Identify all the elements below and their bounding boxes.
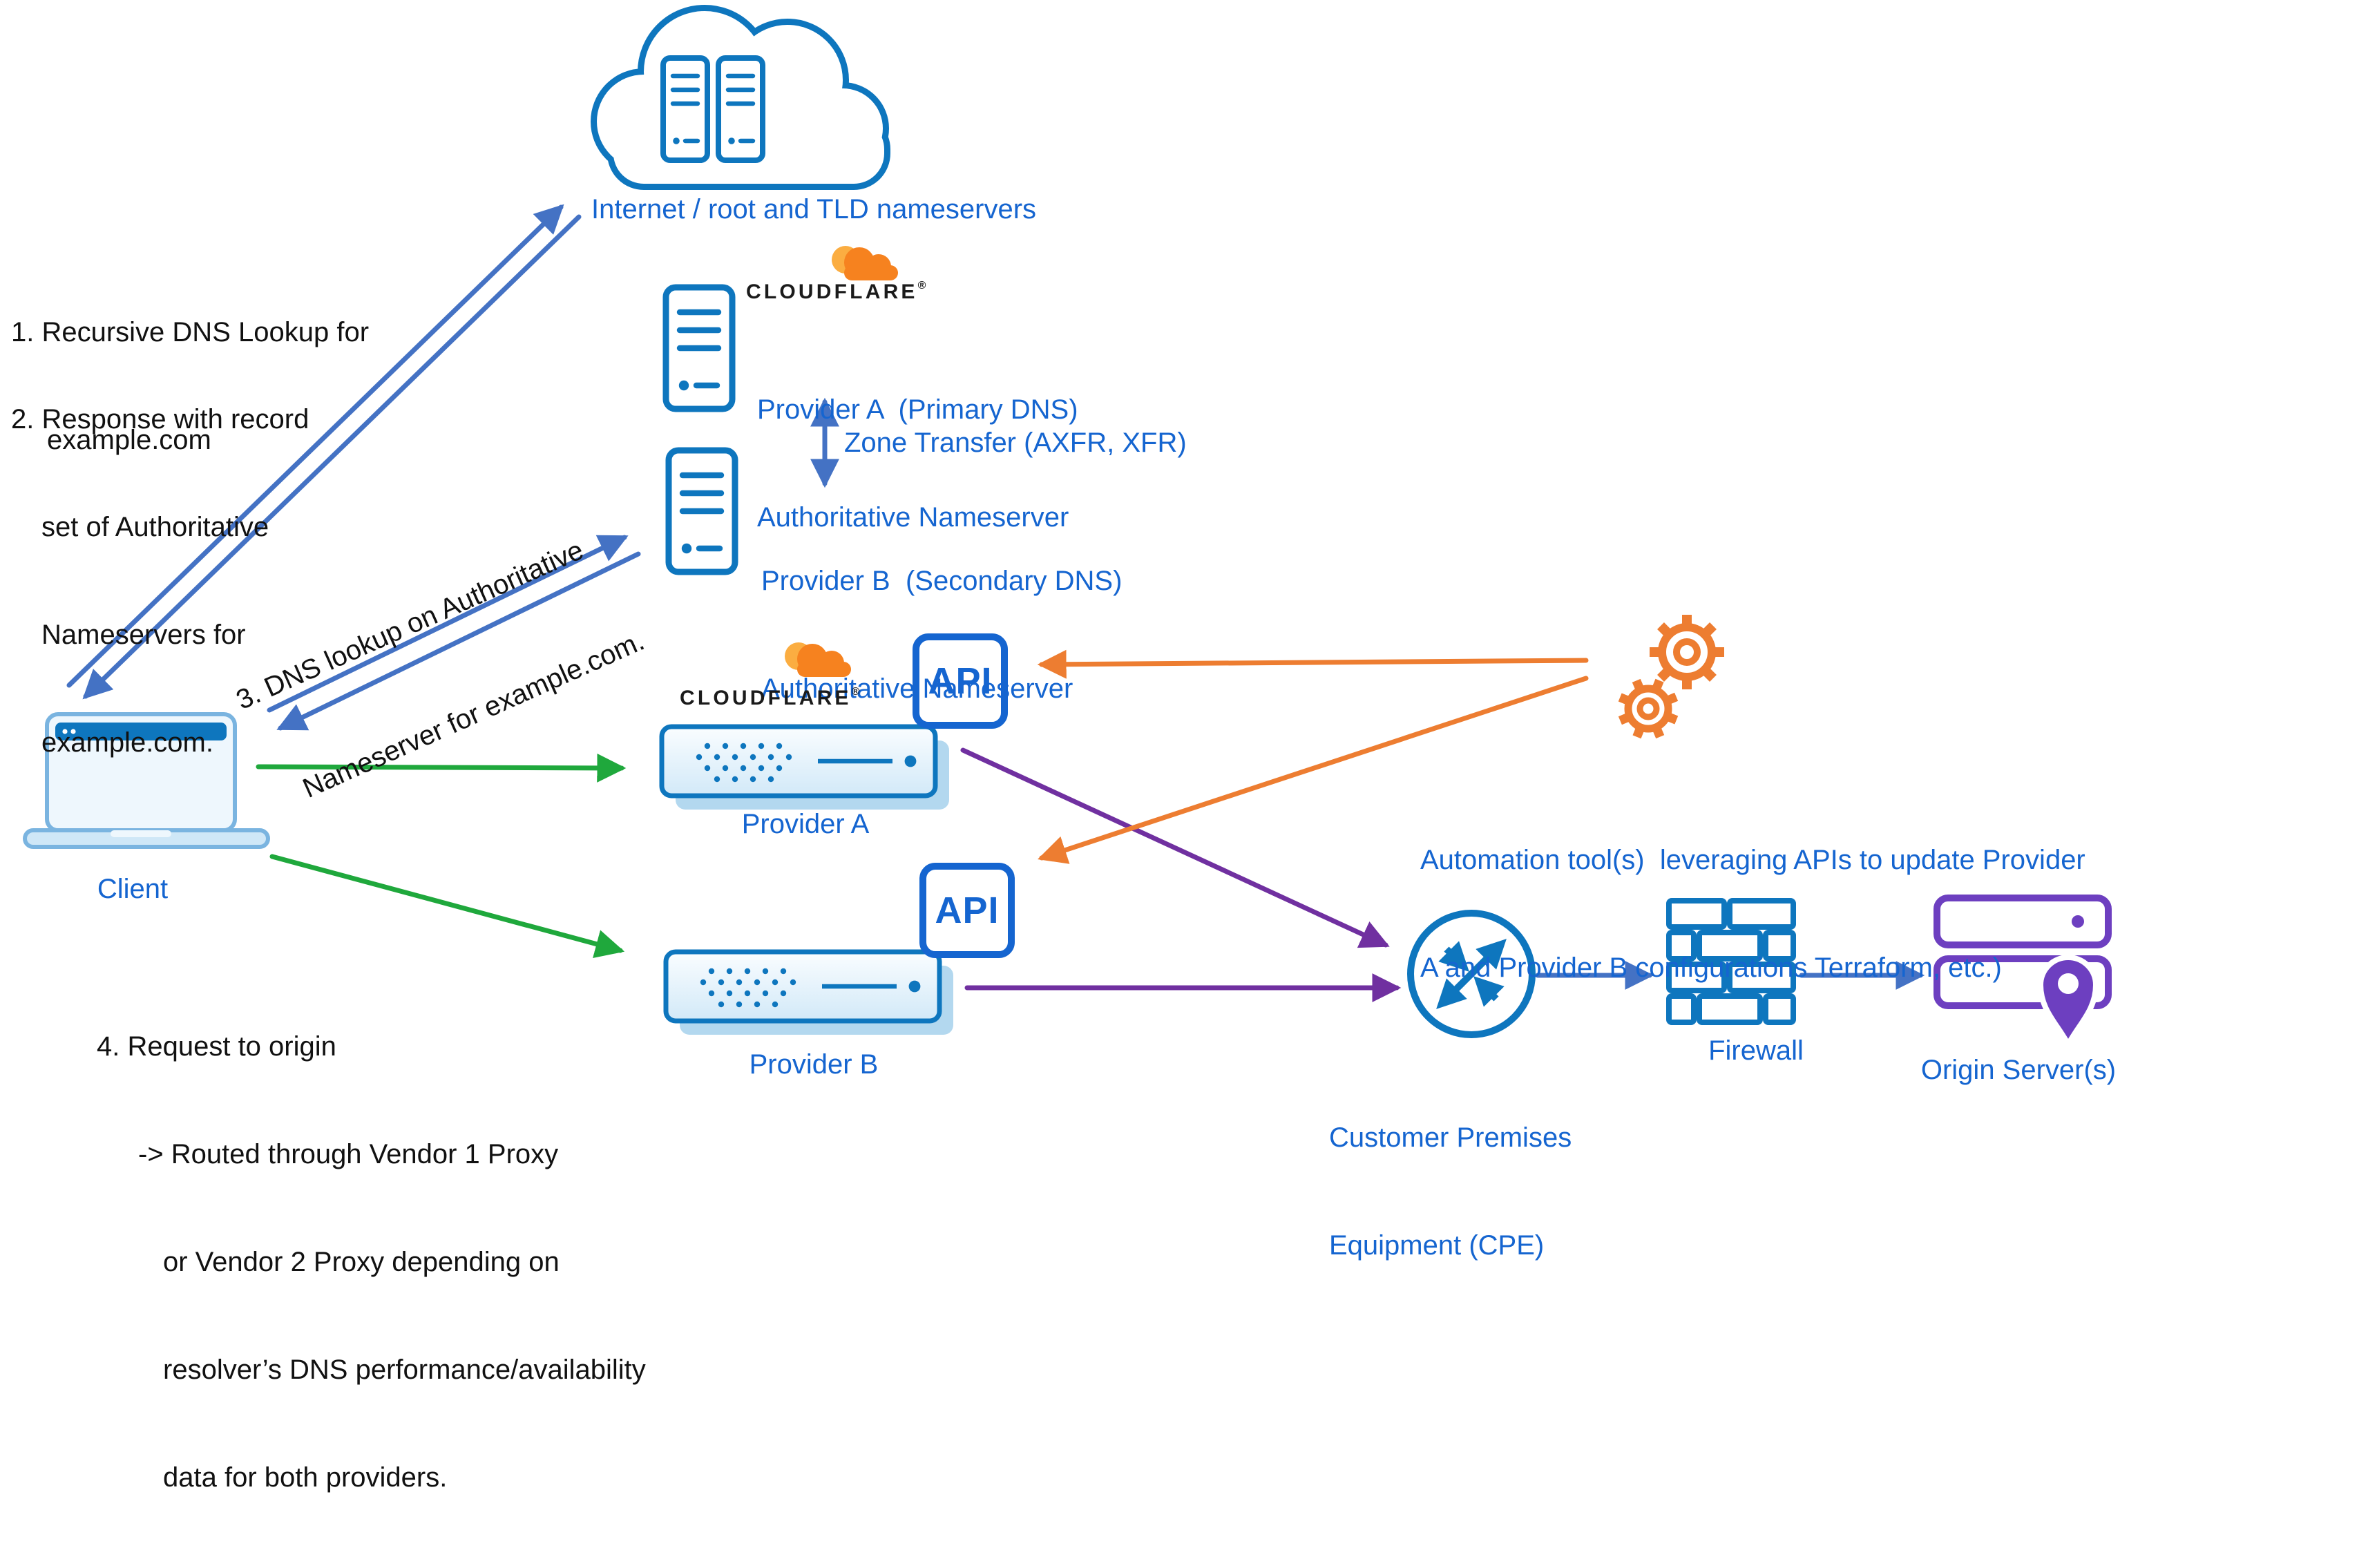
api-box-b <box>919 863 1015 958</box>
nameserver-b-line1: Provider B (Secondary DNS) <box>761 566 1123 597</box>
proxy-a-appliance-icon <box>659 724 949 810</box>
api-a-label: API <box>928 660 993 701</box>
gears-icon <box>1618 615 1724 739</box>
step1-line1: 1. Recursive DNS Lookup for <box>11 318 370 348</box>
api-b-label: API <box>935 889 1000 930</box>
location-pin-icon <box>2037 955 2099 1051</box>
arrow-dns-lookup-response <box>276 551 641 731</box>
arrow-recursive-lookup <box>66 204 564 688</box>
step4-line5: data for both providers. <box>163 1463 448 1493</box>
nameserver-b-icon <box>665 447 738 575</box>
arrow-client-to-proxy-b <box>269 854 625 958</box>
origin-servers-icon <box>1933 895 2112 1051</box>
arrow-automation-to-api-b <box>1038 676 1589 864</box>
cpe-line1: Customer Premises <box>1329 1123 1572 1154</box>
cloudflare-wordmark-text: CLOUDFLARE <box>746 280 918 304</box>
client-label: Client <box>97 874 169 905</box>
cloudflare-wordmark-text: CLOUDFLARE <box>680 687 852 710</box>
cloudflare-wordmark-proxy: CLOUDFLARE® <box>680 685 859 710</box>
nameserver-a-label: Provider A (Primary DNS) Authoritative N… <box>757 321 1078 608</box>
step2-line4: example.com. <box>41 728 213 758</box>
arrow-response <box>82 214 582 700</box>
internet-label: Internet / root and TLD nameservers <box>591 195 1037 225</box>
diagram-artwork <box>23 5 2112 1051</box>
step1-annotation: 1. Recursive DNS Lookup for example.com <box>11 243 369 530</box>
step4-line4: resolver’s DNS performance/availability <box>163 1355 646 1386</box>
arrows <box>66 204 1925 1002</box>
nameserver-a-icon <box>662 284 736 412</box>
zone-transfer-label: Zone Transfer (AXFR, XFR) <box>844 428 1187 459</box>
arrow-client-to-proxy-a <box>256 753 627 783</box>
arrow-proxy-a-to-cpe <box>960 747 1390 948</box>
internet-cloud-icon <box>591 5 890 190</box>
registered-mark: ® <box>917 279 926 291</box>
cpe-label: Customer Premises Equipment (CPE) <box>1329 1049 1572 1336</box>
automation-line2: A and Provider B configurations Terrafor… <box>1420 953 2002 984</box>
nameserver-b-line2: Authoritative Nameserver <box>761 674 1073 705</box>
step1-line2: example.com <box>47 426 211 456</box>
nameserver-a-line1: Provider A (Primary DNS) <box>757 395 1078 426</box>
automation-line1: Automation tool(s) leveraging APIs to up… <box>1420 845 2085 876</box>
api-box-a <box>913 633 1008 729</box>
step4-line3: or Vendor 2 Proxy depending on <box>163 1247 560 1278</box>
cpe-router-icon <box>1407 910 1536 1038</box>
step2-annotation: 2. Response with record set of Authorita… <box>11 330 309 833</box>
origin-label: Origin Server(s) <box>1920 1055 2117 1086</box>
arrow-dns-lookup <box>267 535 629 713</box>
proxy-a-label: Provider A <box>741 810 870 840</box>
cpe-line2: Equipment (CPE) <box>1329 1231 1545 1261</box>
diagram-canvas: Internet / root and TLD nameservers CLOU… <box>11 5 2117 1493</box>
cloudflare-wordmark-nameserver: CLOUDFLARE® <box>746 279 926 304</box>
arrow-automation-to-api-a <box>1037 649 1589 679</box>
client-laptop-icon <box>23 712 270 849</box>
step4-line1: 4. Request to origin <box>97 1032 336 1062</box>
step4-annotation: 4. Request to origin -> Routed through V… <box>97 957 646 1568</box>
cloud-server-1-icon <box>660 55 710 163</box>
cloudflare-logo-proxy-icon <box>785 642 851 677</box>
firewall-label: Firewall <box>1708 1036 1804 1067</box>
cloudflare-logo-nameserver-icon <box>832 246 898 280</box>
registered-mark: ® <box>851 685 860 698</box>
step4-line2: -> Routed through Vendor 1 Proxy <box>138 1140 559 1170</box>
cloud-server-2-icon <box>716 55 765 163</box>
nameserver-b-label: Provider B (Secondary DNS) Authoritative… <box>761 492 1122 779</box>
nameserver-a-line2: Authoritative Nameserver <box>757 503 1069 533</box>
proxy-b-appliance-icon <box>663 949 953 1035</box>
step2-line2: set of Authoritative <box>41 513 269 543</box>
firewall-icon <box>1666 898 1796 1025</box>
step2-line1: 2. Response with record <box>11 405 309 435</box>
step2-line3: Nameservers for <box>41 620 246 651</box>
automation-label: Automation tool(s) leveraging APIs to up… <box>1420 771 2085 1058</box>
proxy-b-label: Provider B <box>749 1050 879 1080</box>
